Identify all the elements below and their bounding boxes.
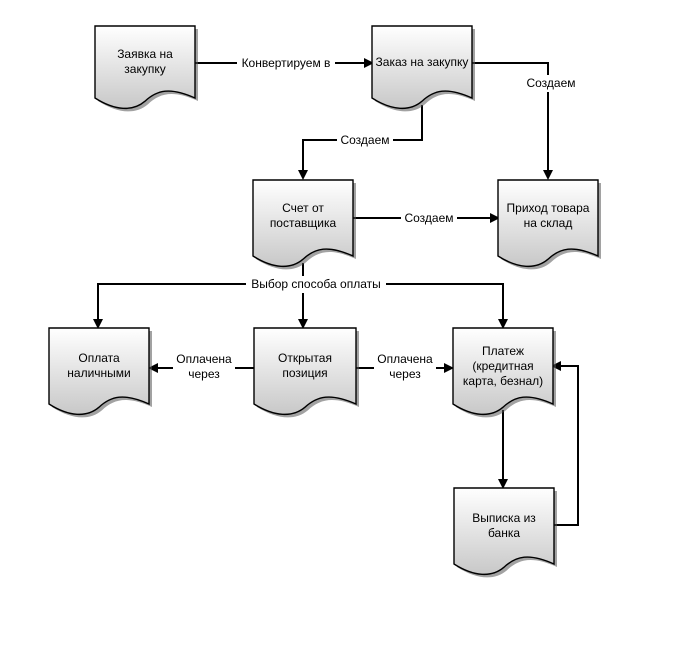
edge-label-background xyxy=(524,75,578,92)
node-label: Открытая xyxy=(278,351,332,365)
node-purchase-order: Заказ на закупку xyxy=(371,25,475,112)
edge-label-create-receipt: Создаем xyxy=(524,75,578,92)
edge-label-background xyxy=(173,351,235,383)
edge-label-create-receipt-from-invoice: Создаем xyxy=(401,210,457,227)
document-shape xyxy=(453,487,555,575)
edge-label-convert: Конвертируем в xyxy=(237,55,335,72)
edge-label-background xyxy=(337,132,393,149)
document-shape xyxy=(252,179,354,267)
edge-label-text: через xyxy=(188,367,220,381)
document-shape xyxy=(253,327,357,415)
document-shape xyxy=(497,179,599,267)
edge-create-receipt xyxy=(472,62,553,180)
edge-label-create-invoice: Создаем xyxy=(337,132,393,149)
node-label: Оплата xyxy=(78,351,120,365)
edge-label-text: Создаем xyxy=(404,211,453,225)
edge-label-text: через xyxy=(389,367,421,381)
edge-label-background xyxy=(401,210,457,227)
edge-label-text: Создаем xyxy=(340,133,389,147)
node-label: Приход товара xyxy=(507,201,590,215)
document-shape xyxy=(452,327,554,415)
node-label: Счет от xyxy=(282,201,324,215)
node-label: банка xyxy=(488,526,520,540)
edge-label-text: Выбор способа оплаты xyxy=(251,277,380,291)
document-shape xyxy=(48,327,150,415)
node-label: (кредитная xyxy=(472,359,533,373)
node-label: Платеж xyxy=(482,344,524,358)
edge-labels: Конвертируем вСоздаемСоздаемСоздаемВыбор… xyxy=(173,55,578,383)
node-label: поставщика xyxy=(270,216,337,230)
edge-label-payment-method: Выбор способа оплаты xyxy=(246,276,386,293)
document-shape xyxy=(94,25,196,109)
node-label: Заказ на закупку xyxy=(376,55,469,69)
edge-label-text: Оплачена xyxy=(176,352,232,366)
edge-label-background xyxy=(237,55,335,72)
edge-label-text: Конвертируем в xyxy=(242,56,331,70)
edge-label-text: Создаем xyxy=(526,76,575,90)
node-label: Заявка на xyxy=(117,47,173,61)
node-label: Выписка из xyxy=(472,511,536,525)
edge-label-background xyxy=(374,351,436,383)
node-label: наличными xyxy=(67,366,130,380)
node-label: закупку xyxy=(124,62,165,76)
edge-label-background xyxy=(246,276,386,293)
node-label: на склад xyxy=(524,216,573,230)
edge-statement-to-payment xyxy=(551,361,579,526)
edge-payment-method-left xyxy=(93,263,304,329)
document-shape xyxy=(371,25,473,109)
edge-label-text: Оплачена xyxy=(377,352,433,366)
node-label: карта, безнал) xyxy=(463,374,543,388)
node-label: позиция xyxy=(282,366,327,380)
